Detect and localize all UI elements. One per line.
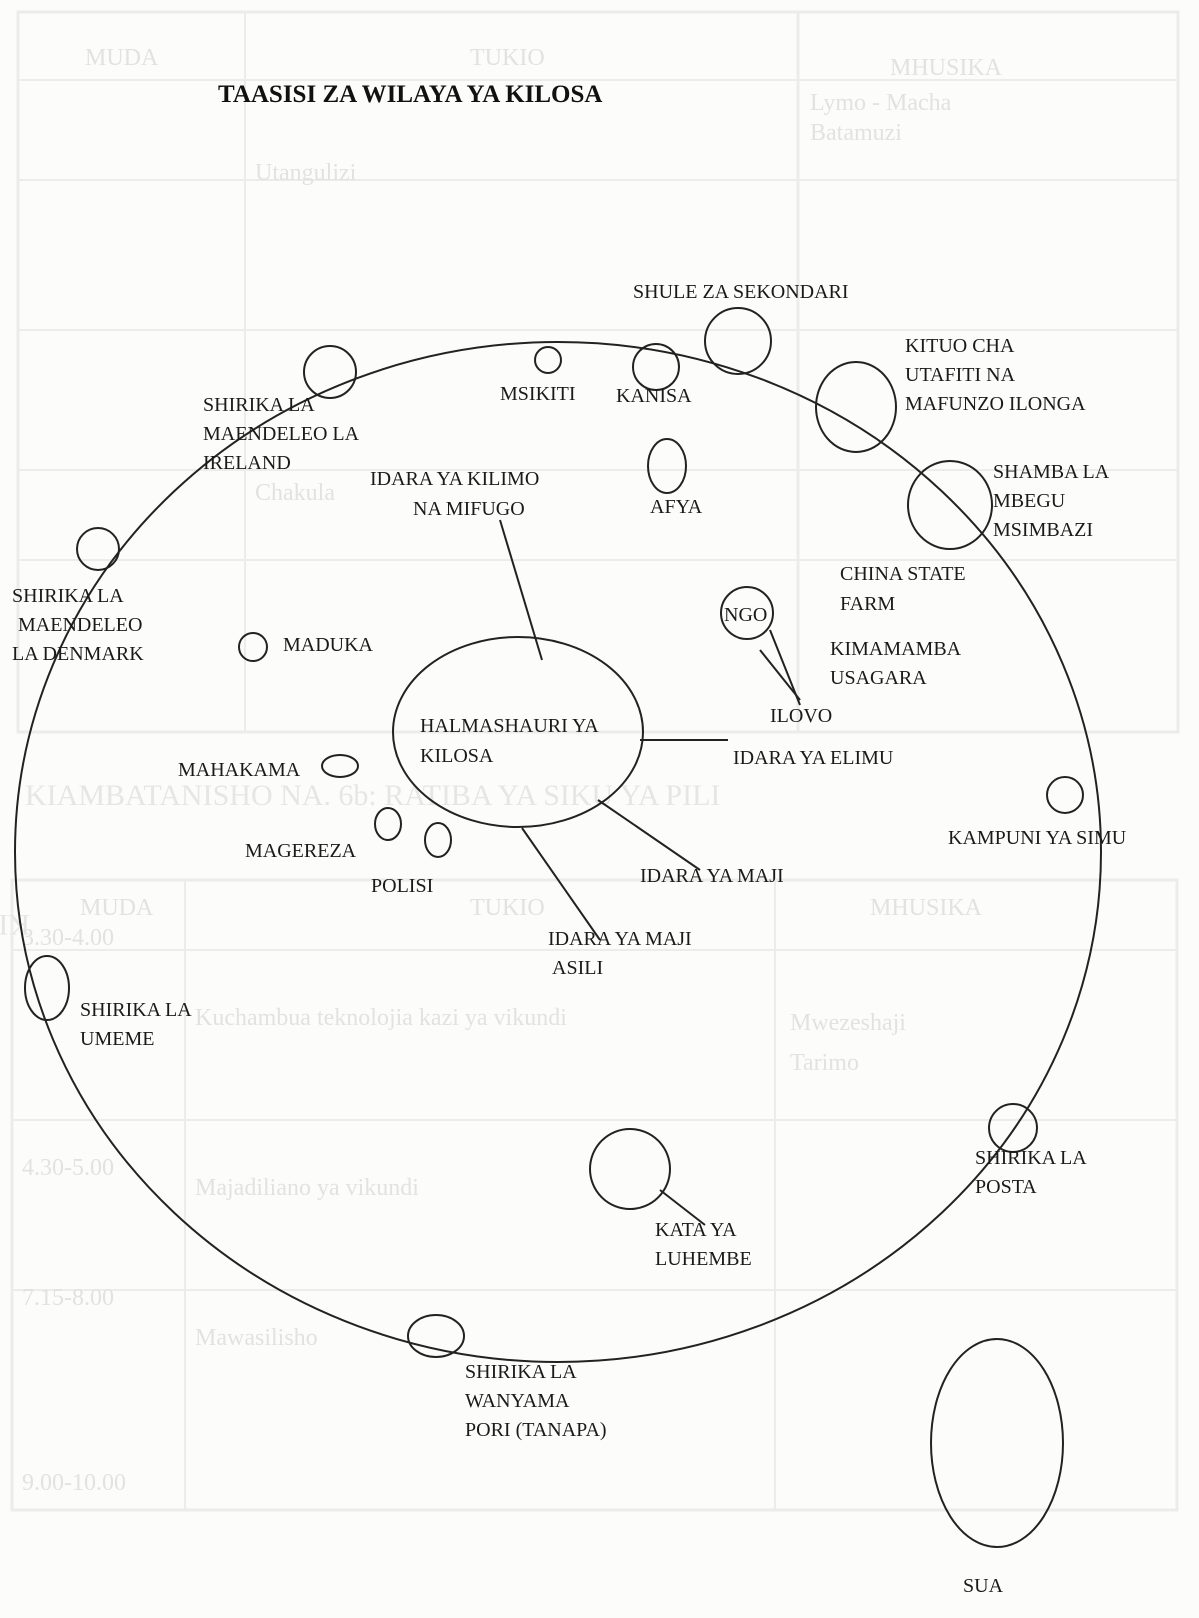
- label-umeme: SHIRIKA LA UMEME: [80, 999, 196, 1050]
- ghost-row: Mwezeshaji: [790, 1010, 906, 1036]
- ghost-header-muda-2: MUDA: [80, 895, 154, 921]
- label-luhembe: KATA YA LUHEMBE: [655, 1219, 752, 1270]
- label-shamba: SHAMBA LA MBEGU MSIMBAZI: [993, 461, 1113, 541]
- label-kituo: KITUO CHA UTAFITI NA MAFUNZO ILONGA: [905, 335, 1086, 415]
- label-kilimo: IDARA YA KILIMO NA MIFUGO: [370, 468, 544, 520]
- label-simu: KAMPUNI YA SIMU: [948, 827, 1127, 849]
- ireland-circle: [303, 345, 357, 399]
- umeme-ellipse: [24, 955, 70, 1021]
- label-kanisa: KANISA: [616, 385, 692, 407]
- ghost-row: Mawasilisho: [195, 1325, 318, 1351]
- label-ilovo: ILOVO: [770, 705, 832, 727]
- label-maduka: MADUKA: [283, 634, 374, 656]
- connector-maji-asili: [521, 827, 601, 941]
- label-denmark: SHIRIKA LA MAENDELEO LA DENMARK: [12, 585, 147, 665]
- label-maji-asili: IDARA YA MAJI ASILI: [548, 928, 697, 979]
- shule-circle: [704, 307, 772, 375]
- ghost-header-tukio: TUKIO: [470, 45, 545, 71]
- magereza-ellipse: [374, 807, 402, 841]
- ghost-table-bottom: [10, 878, 1179, 1512]
- ghost-row: Kuchambua teknolojia kazi ya vikundi: [195, 1005, 567, 1031]
- ghost-row: 9.00-10.00: [22, 1470, 126, 1496]
- polisi-ellipse: [424, 822, 452, 858]
- label-china: CHINA STATE FARM: [840, 563, 971, 615]
- label-polisi: POLISI: [371, 875, 433, 897]
- simu-circle: [1046, 776, 1084, 814]
- ghost-row: 4.30-5.00: [22, 1155, 114, 1181]
- ghost-row: 3.30-4.00: [22, 925, 114, 951]
- connector-kilimo: [499, 519, 543, 661]
- center-label: HALMASHAURI YA KILOSA: [420, 715, 603, 767]
- ghost-header-tukio-2: TUKIO: [470, 895, 545, 921]
- shamba-ellipse: [907, 460, 993, 550]
- connectors: [499, 519, 801, 1226]
- ghost-row: 7.15-8.00: [22, 1285, 114, 1311]
- tanapa-ellipse: [407, 1314, 465, 1358]
- institution-shapes: [24, 307, 1084, 1548]
- ghost-heading-6b: KIAMBATANISHO NA. 6b: RATIBA YA SIKU YA …: [25, 779, 720, 812]
- label-maji: IDARA YA MAJI: [640, 865, 784, 887]
- ghost-row: Batamuzi: [810, 120, 902, 146]
- ghost-row: Majadiliano ya vikundi: [195, 1175, 419, 1201]
- ghost-header-mhusika: MHUSIKA: [890, 55, 1003, 81]
- sua-ellipse: [930, 1338, 1064, 1548]
- label-mahakama: MAHAKAMA: [178, 759, 301, 781]
- connector-ilovo-2: [759, 649, 801, 701]
- label-shule: SHULE ZA SEKONDARI: [633, 281, 849, 303]
- denmark-circle: [76, 527, 120, 571]
- ghost-row: Tarimo: [790, 1050, 859, 1076]
- msikiti-circle: [534, 346, 562, 374]
- ghost-row: Lymo - Macha: [810, 90, 952, 116]
- label-posta: SHIRIKA LA POSTA: [975, 1147, 1091, 1198]
- ghost-header-muda: MUDA: [85, 45, 159, 71]
- label-afya: AFYA: [650, 496, 703, 518]
- posta-circle: [988, 1103, 1038, 1153]
- label-msikiti: MSIKITI: [500, 383, 576, 405]
- label-tanapa: SHIRIKA LA WANYAMA PORI (TANAPA): [465, 1361, 607, 1441]
- labels: HALMASHAURI YA KILOSA SHULE ZA SEKONDARI…: [12, 281, 1127, 1597]
- ngo-circle: [720, 586, 774, 640]
- maduka-circle: [238, 632, 268, 662]
- afya-ellipse: [647, 438, 687, 494]
- label-ngo: NGO: [724, 604, 767, 626]
- ghost-header-mhusika-2: MHUSIKA: [870, 895, 983, 921]
- bleed-through-layer: MUDA TUKIO MHUSIKA KIAMBATANISHO NA. 6b:…: [0, 10, 1180, 1512]
- luhembe-circle: [589, 1128, 671, 1210]
- connector-maji: [597, 799, 701, 871]
- label-sua: SUA: [963, 1575, 1004, 1597]
- label-elimu: IDARA YA ELIMU: [733, 747, 894, 769]
- kanisa-circle: [632, 343, 680, 391]
- ghost-table-right: [796, 10, 1180, 734]
- ghost-row: Chakula: [255, 480, 335, 506]
- kituo-ellipse: [815, 361, 897, 453]
- district-boundary: [14, 341, 1102, 1363]
- connector-luhembe: [659, 1189, 706, 1226]
- halmashauri-ellipse: [392, 636, 644, 828]
- label-kimamamba: KIMAMAMBA USAGARA: [830, 638, 965, 689]
- label-ireland: SHIRIKA LA MAENDELEO LA IRELAND: [203, 394, 363, 474]
- mahakama-ellipse: [321, 754, 359, 778]
- ghost-heading-6: KIAMBATANISHO NA. 6: KUSHIRIKISHANA MADA…: [0, 908, 30, 941]
- diagram-title: TAASISI ZA WILAYA YA KILOSA: [218, 81, 602, 108]
- ghost-row: Utangulizi: [255, 160, 357, 186]
- label-magereza: MAGEREZA: [245, 840, 357, 862]
